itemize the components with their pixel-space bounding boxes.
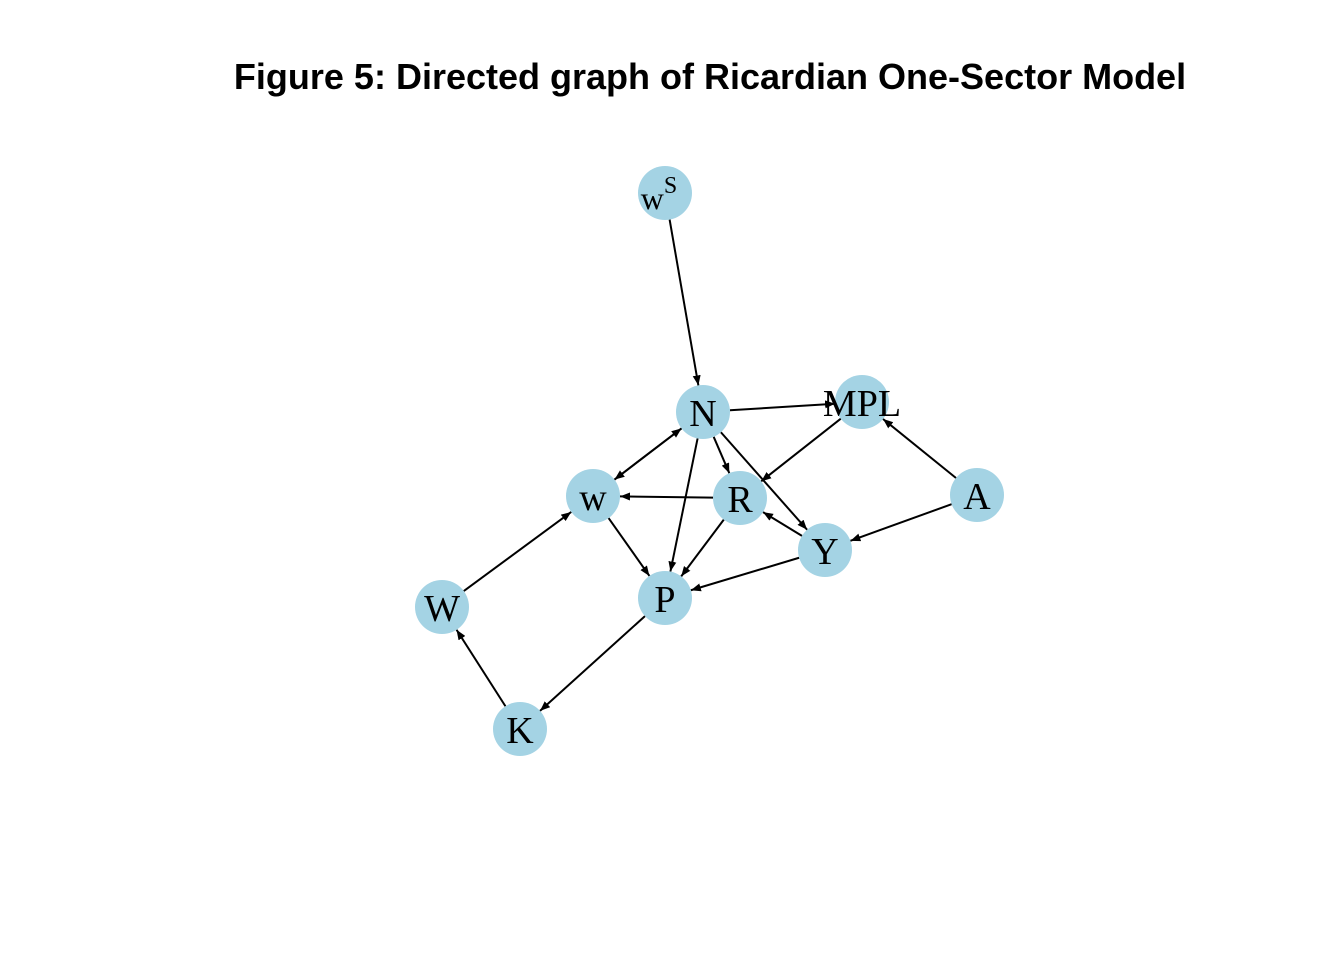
node-label-W: W bbox=[424, 588, 460, 630]
node-label-R: R bbox=[727, 479, 753, 521]
node-Y: Y bbox=[798, 523, 852, 577]
node-label-MPL: MPL bbox=[823, 383, 901, 425]
edge-Y-to-R bbox=[762, 511, 803, 537]
edge-A-to-Y bbox=[850, 503, 952, 542]
node-N: N bbox=[676, 385, 730, 439]
node-W: W bbox=[415, 580, 469, 634]
edge-Y-to-P bbox=[690, 556, 800, 592]
node-label-K: K bbox=[506, 710, 534, 752]
node-R: R bbox=[713, 471, 767, 525]
edge-w-to-N bbox=[613, 427, 683, 481]
node-label-Y: Y bbox=[811, 531, 838, 573]
edge-w-to-P bbox=[607, 517, 651, 577]
node-circle-MPL bbox=[835, 375, 889, 429]
edge-N-to-P bbox=[668, 438, 699, 572]
edge-A-to-MPL bbox=[882, 418, 957, 479]
node-circle-P bbox=[638, 571, 692, 625]
node-P: P bbox=[638, 571, 692, 625]
edge-R-to-w bbox=[619, 492, 714, 501]
node-circle-R bbox=[713, 471, 767, 525]
node-label-N: N bbox=[689, 393, 716, 435]
edge-N-to-R bbox=[712, 436, 731, 474]
node-circle-w bbox=[566, 469, 620, 523]
node-label-P: P bbox=[654, 579, 675, 621]
node-circle-N bbox=[676, 385, 730, 439]
node-label-w: w bbox=[579, 477, 607, 519]
node-circle-K bbox=[493, 702, 547, 756]
node-circle-W bbox=[415, 580, 469, 634]
edge-MPL-to-R bbox=[760, 417, 842, 483]
node-A: A bbox=[950, 468, 1004, 522]
node-label-A: A bbox=[963, 476, 991, 518]
node-K: K bbox=[493, 702, 547, 756]
node-wS: wS bbox=[638, 166, 692, 220]
edge-R-to-P bbox=[680, 518, 725, 578]
node-w: w bbox=[566, 469, 620, 523]
figure-title: Figure 5: Directed graph of Ricardian On… bbox=[233, 56, 1187, 97]
edges-layer bbox=[455, 219, 957, 712]
node-MPL: MPL bbox=[823, 375, 901, 429]
node-circle-A bbox=[950, 468, 1004, 522]
node-label-wS: wS bbox=[641, 173, 677, 216]
edge-N-to-MPL bbox=[729, 400, 836, 412]
edge-K-to-W bbox=[455, 629, 507, 707]
edge-P-to-K bbox=[539, 615, 646, 712]
edge-W-to-w bbox=[463, 511, 572, 592]
nodes-layer: wS N MPL Aw R Y P W K bbox=[415, 166, 1004, 756]
node-circle-Y bbox=[798, 523, 852, 577]
node-circle-wS bbox=[638, 166, 692, 220]
edge-wS-to-N bbox=[668, 219, 701, 386]
